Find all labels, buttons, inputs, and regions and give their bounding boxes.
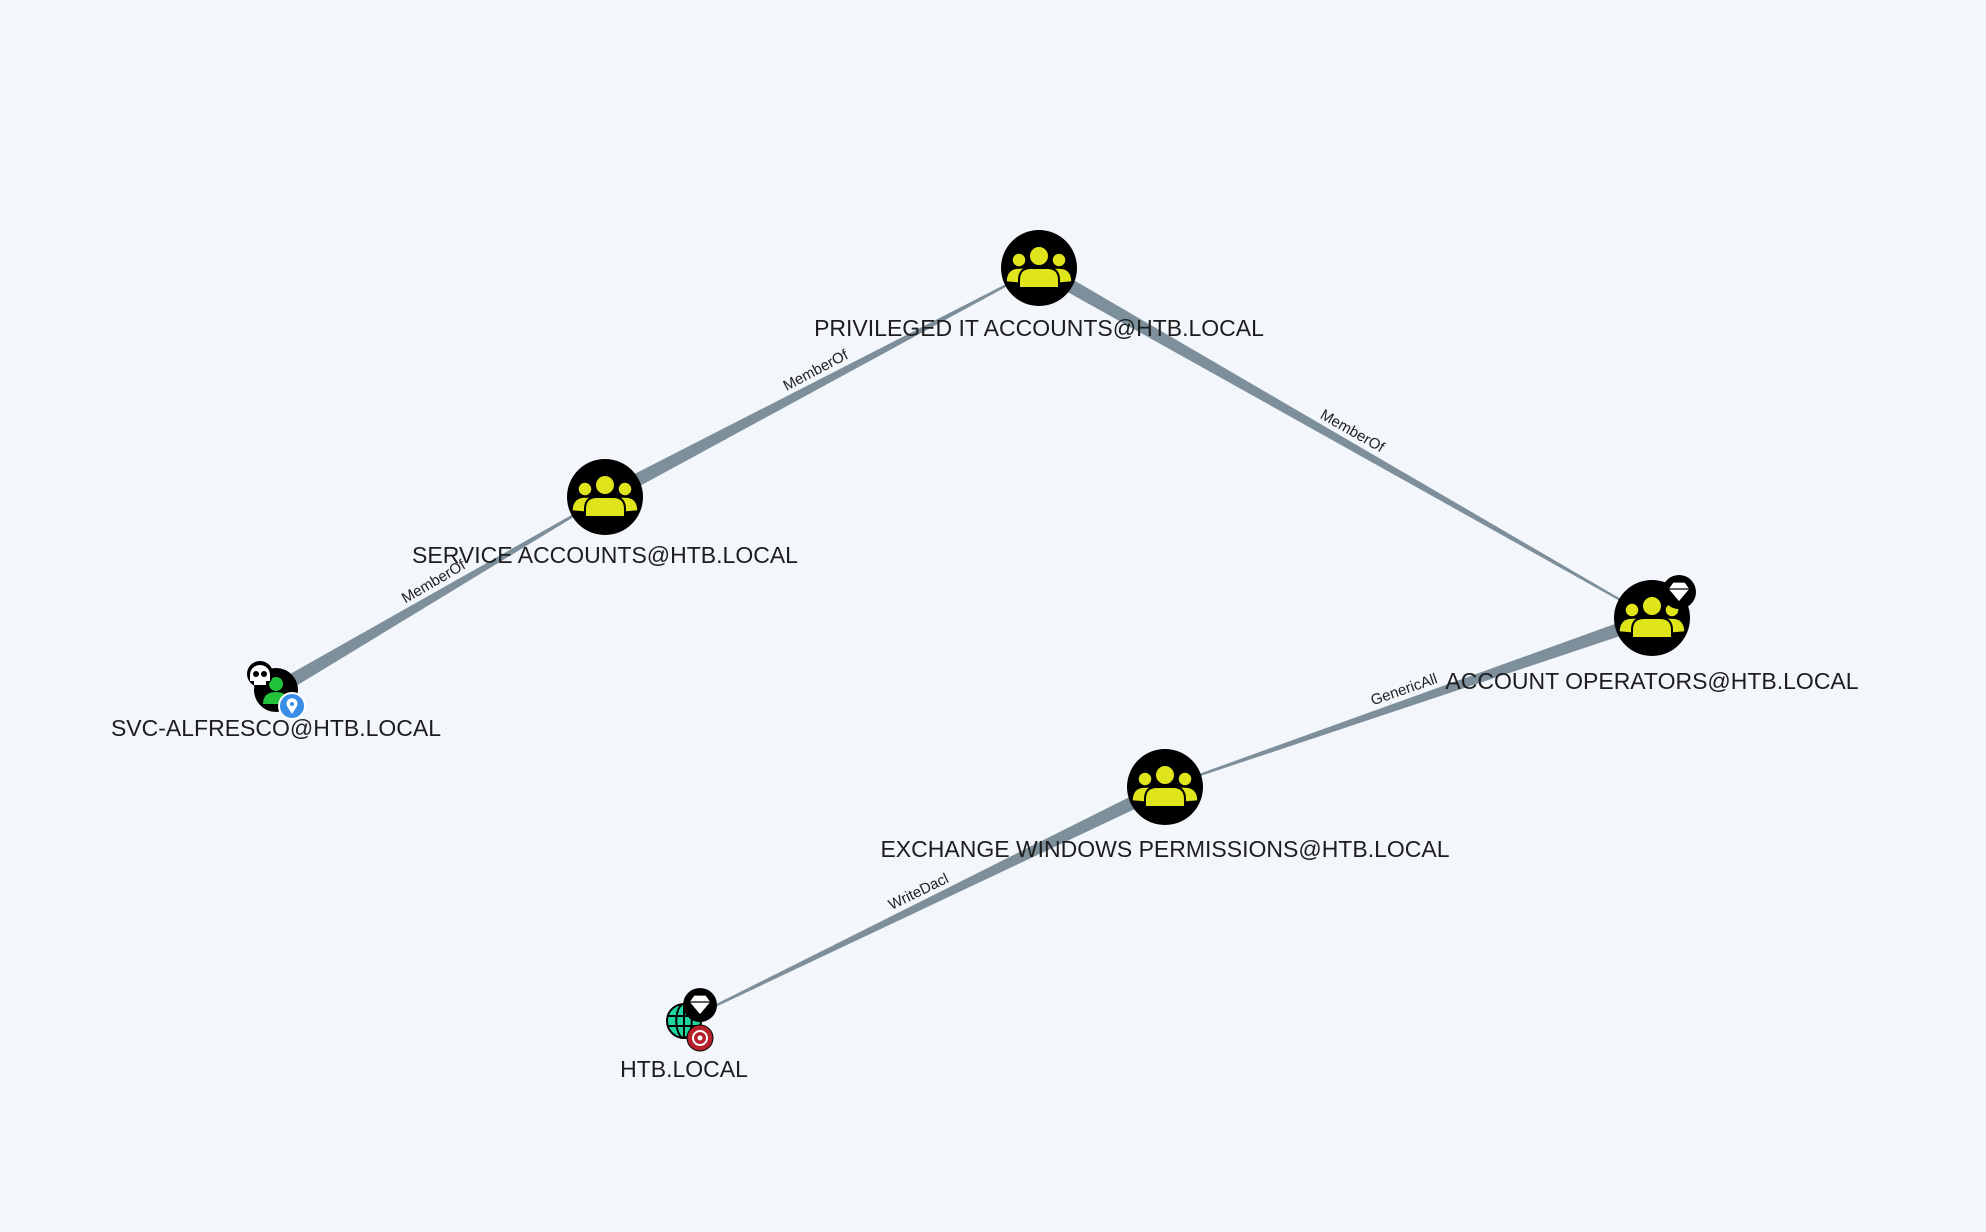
node-label: SERVICE ACCOUNTS@HTB.LOCAL bbox=[412, 542, 798, 568]
node-group[interactable]: PRIVILEGED IT ACCOUNTS@HTB.LOCAL bbox=[814, 230, 1264, 341]
edge-memberof[interactable] bbox=[601, 267, 1040, 504]
nodes-layer: SVC-ALFRESCO@HTB.LOCAL SERVICE ACCOUNTS@H… bbox=[111, 230, 1859, 1082]
node-group[interactable]: ACCOUNT OPERATORS@HTB.LOCAL bbox=[1445, 575, 1859, 694]
node-label: PRIVILEGED IT ACCOUNTS@HTB.LOCAL bbox=[814, 315, 1264, 341]
location-pin-icon bbox=[278, 692, 306, 720]
node-label: HTB.LOCAL bbox=[620, 1056, 748, 1082]
node-label: EXCHANGE WINDOWS PERMISSIONS@HTB.LOCAL bbox=[880, 836, 1449, 862]
edge-memberof[interactable] bbox=[1035, 261, 1653, 619]
edge-memberof[interactable] bbox=[272, 496, 606, 697]
skull-icon bbox=[247, 661, 273, 687]
group-icon bbox=[567, 459, 643, 535]
edge-genericall[interactable] bbox=[1164, 611, 1655, 788]
edges-layer bbox=[272, 261, 1655, 1022]
group-icon bbox=[1127, 749, 1203, 825]
node-user[interactable]: SVC-ALFRESCO@HTB.LOCAL bbox=[111, 661, 441, 741]
diamond-icon bbox=[683, 988, 717, 1022]
node-label: SVC-ALFRESCO@HTB.LOCAL bbox=[111, 715, 441, 741]
node-domain[interactable]: HTB.LOCAL bbox=[620, 988, 748, 1082]
group-icon bbox=[1001, 230, 1077, 306]
edge-writedacl[interactable] bbox=[683, 780, 1169, 1022]
edge-labels-layer: MemberOfMemberOfMemberOfGenericAllWriteD… bbox=[399, 346, 1440, 914]
node-label: ACCOUNT OPERATORS@HTB.LOCAL bbox=[1445, 668, 1858, 694]
node-group[interactable]: SERVICE ACCOUNTS@HTB.LOCAL bbox=[412, 459, 798, 568]
target-icon bbox=[686, 1024, 714, 1052]
diamond-icon bbox=[1662, 575, 1696, 609]
node-group[interactable]: EXCHANGE WINDOWS PERMISSIONS@HTB.LOCAL bbox=[880, 749, 1450, 862]
